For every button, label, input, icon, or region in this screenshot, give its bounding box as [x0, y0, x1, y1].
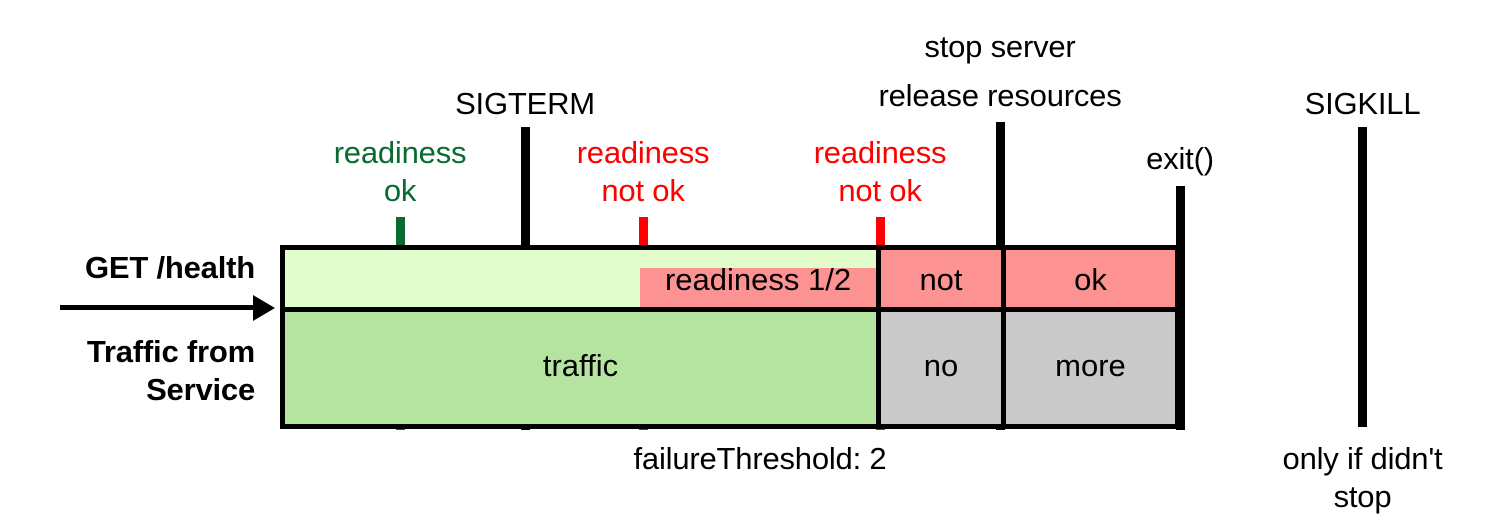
row-traffic: traffic no more [285, 312, 1175, 424]
cell-health-ok-1 [285, 250, 640, 307]
label-traffic-line2: Service [146, 372, 255, 407]
traffic-arrow-head [253, 295, 275, 321]
timeline-band: readiness 1/2 not ok traffic no mo [280, 245, 1180, 429]
cell-traffic-more-label: more [1055, 348, 1126, 383]
label-get-health: GET /health [84, 250, 255, 285]
cell-traffic-more: more [1001, 312, 1175, 424]
label-readiness-notok-1-line2: not ok [601, 173, 685, 208]
label-stop-server-line2: release resources [878, 78, 1122, 113]
label-stop-server-line1: stop server [924, 29, 1076, 64]
label-failure-threshold: failureThreshold: 2 [633, 441, 887, 476]
cell-health-not-label: not [919, 262, 963, 297]
cell-health-ok-label: ok [1074, 262, 1107, 297]
cell-traffic-yes: traffic [285, 312, 876, 424]
marker-line-exit [1176, 186, 1185, 430]
cell-traffic-no-label: no [923, 348, 959, 383]
cell-health-readiness-half-label: readiness 1/2 [664, 262, 852, 297]
label-readiness-notok-2-line2: not ok [838, 173, 922, 208]
label-readiness-ok-line2: ok [383, 173, 417, 208]
traffic-arrow-shaft [60, 305, 255, 310]
cell-health-not: not [876, 250, 1001, 307]
cell-health-ok: ok [1001, 250, 1175, 307]
marker-line-sigkill [1358, 127, 1367, 427]
label-readiness-ok-line1: readiness [333, 135, 467, 170]
cell-traffic-yes-label: traffic [542, 348, 619, 383]
label-sigkill-note-line1: only if didn't [1282, 441, 1443, 476]
row-health: readiness 1/2 not ok [285, 250, 1175, 312]
label-readiness-notok-2-line1: readiness [813, 135, 947, 170]
label-exit: exit() [1146, 141, 1214, 176]
label-traffic-line1: Traffic from [86, 334, 255, 369]
cell-health-readiness-half: readiness 1/2 [640, 250, 876, 307]
label-sigkill-note-line2: stop [1333, 479, 1392, 514]
label-readiness-notok-1-line1: readiness [576, 135, 710, 170]
label-sigkill: SIGKILL [1304, 86, 1421, 121]
pink-strip [640, 268, 876, 307]
label-sigterm: SIGTERM [455, 86, 595, 121]
cell-traffic-no: no [876, 312, 1001, 424]
